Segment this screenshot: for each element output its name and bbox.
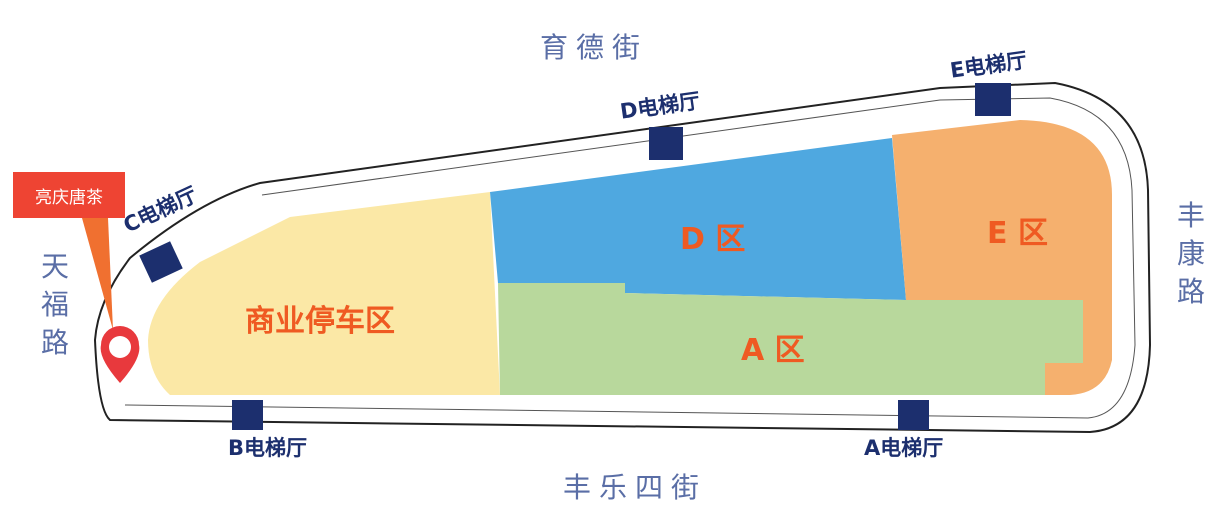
street-west: 天福路 xyxy=(40,250,69,359)
poi-callout[interactable]: 亮庆唐茶 xyxy=(13,172,125,218)
zone-commercial-area[interactable] xyxy=(148,192,500,395)
elevator-a-block[interactable] xyxy=(898,400,929,430)
map-pin-icon[interactable] xyxy=(100,326,140,383)
zone-commercial-label: 商业停车区 xyxy=(245,304,395,339)
elevator-b-label: B电梯厅 xyxy=(228,436,308,460)
elevator-e-block[interactable] xyxy=(975,83,1011,116)
zone-d-label: D 区 xyxy=(680,222,746,257)
building-outline xyxy=(93,81,1152,434)
elevator-b-block[interactable] xyxy=(232,400,263,430)
zone-a-area[interactable] xyxy=(498,283,1083,395)
building-outline-inner xyxy=(124,97,1136,419)
elevator-d-block[interactable] xyxy=(649,127,683,160)
street-north: 育德街 xyxy=(540,31,649,64)
zone-d-area[interactable] xyxy=(490,138,906,300)
street-south: 丰乐四街 xyxy=(563,471,708,504)
elevator-a-label: A电梯厅 xyxy=(864,436,944,460)
zone-e-label: E 区 xyxy=(987,216,1048,251)
zone-e-area[interactable] xyxy=(892,120,1112,395)
street-east: 丰康路 xyxy=(1176,199,1205,308)
zone-a-label: A 区 xyxy=(741,333,805,368)
callout-pointer xyxy=(82,218,113,330)
elevator-c-block[interactable] xyxy=(139,241,183,283)
